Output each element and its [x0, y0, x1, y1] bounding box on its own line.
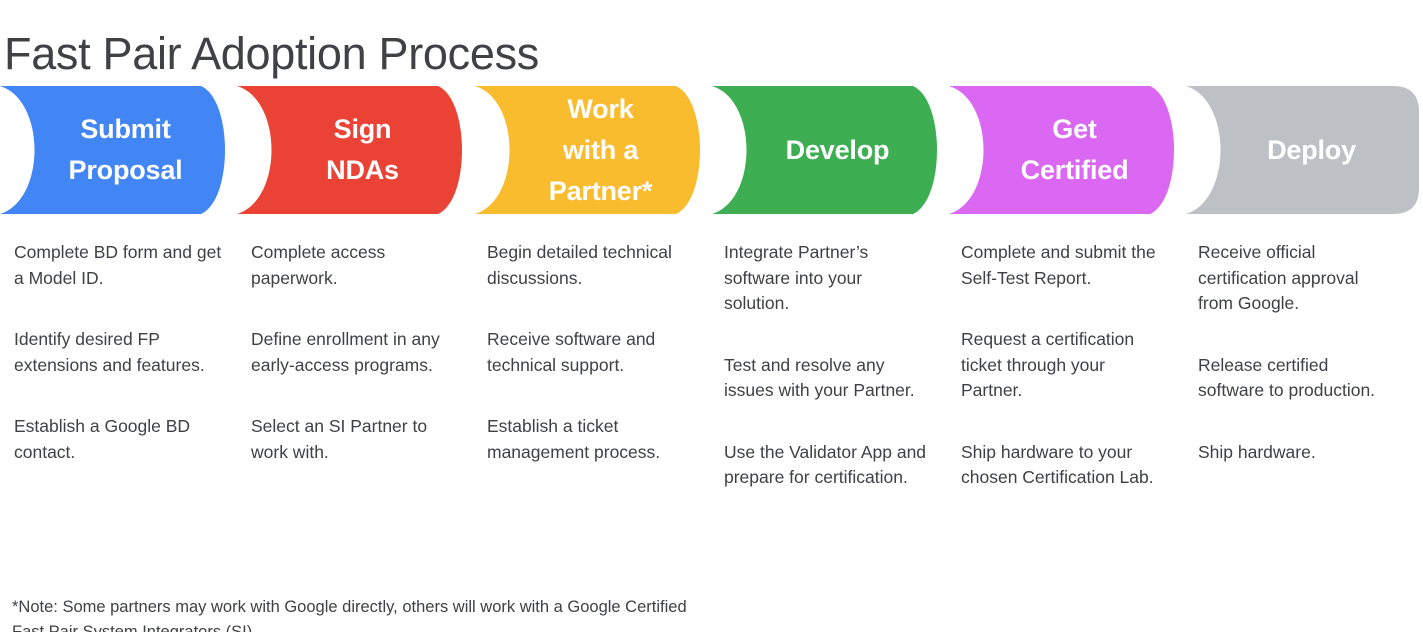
label-line: NDAs: [326, 155, 399, 185]
detail-item: Establish a ticket management process.: [487, 416, 661, 462]
label-line: Develop: [785, 134, 890, 165]
detail-column-sign-ndas: Complete access paperwork. Define enrollm…: [251, 240, 451, 501]
label-line: Deploy: [1267, 134, 1356, 165]
process-step-work-with-a-partner[interactable]: Work with a Partner*: [475, 86, 708, 214]
detail-column-get-certified: Complete and submit the Self-Test Report…: [961, 240, 1171, 527]
process-step-develop[interactable]: Develop: [712, 86, 945, 214]
detail-item: Define enrollment in any early-access pr…: [251, 329, 440, 375]
page-title: Fast Pair Adoption Process: [4, 28, 539, 80]
chevron-shape-icon: [1186, 86, 1419, 214]
label-line: Work: [567, 93, 634, 124]
chevron-shape-icon: [237, 86, 462, 214]
process-step-deploy[interactable]: Deploy: [1186, 86, 1419, 214]
footnote-note: *Note: Some partners may work with Googl…: [12, 597, 687, 632]
detail-item: Identify desired FP extensions and featu…: [14, 329, 205, 375]
detail-item: Complete and submit the Self-Test Report…: [961, 242, 1156, 288]
detail-item: Ship hardware.: [1198, 441, 1316, 462]
detail-column-submit-proposal: Complete BD form and get a Model ID. Iden…: [14, 240, 232, 501]
detail-item: Begin detailed technical discussions.: [487, 242, 672, 288]
detail-item: Request a certification ticket through y…: [961, 329, 1135, 400]
label-line: Partner*: [548, 175, 653, 206]
detail-columns: Complete BD form and get a Model ID. Iden…: [0, 240, 1423, 560]
detail-column-develop: Integrate Partner’s software into your s…: [724, 240, 929, 527]
detail-item: Complete access paperwork.: [251, 242, 386, 288]
detail-column-work-with-a-partner: Begin detailed technical discussions. Rec…: [487, 240, 702, 501]
label-line: Get: [1052, 114, 1097, 144]
chevron-shape-icon: [712, 86, 937, 214]
detail-item: Select an SI Partner to work with.: [251, 416, 428, 462]
detail-item: Establish a Google BD contact.: [14, 416, 191, 462]
detail-item: Receive software and technical support.: [487, 329, 656, 375]
chevron-shape-icon: [0, 86, 225, 214]
detail-item: Ship hardware to your chosen Certificati…: [961, 441, 1154, 488]
process-step-label-develop: Develop: [712, 86, 945, 214]
detail-item: Use the Validator App and prepare for ce…: [724, 441, 927, 488]
detail-column-deploy: Receive official certification approval …: [1198, 240, 1398, 501]
label-line: with a: [562, 134, 639, 165]
detail-item: Test and resolve any issues with your Pa…: [724, 354, 915, 401]
detail-item: Integrate Partner’s software into your s…: [724, 242, 869, 313]
label-line: Submit: [80, 114, 171, 144]
label-line: Proposal: [68, 155, 183, 185]
detail-item: Complete BD form and get a Model ID.: [14, 242, 222, 288]
label-line: Certified: [1020, 155, 1129, 185]
detail-item: Release certified software to production…: [1198, 354, 1376, 401]
chevron-shape-icon: [949, 86, 1174, 214]
process-step-label-work-with-a-partner: Work with a Partner*: [475, 86, 708, 214]
process-step-label-deploy: Deploy: [1186, 86, 1419, 214]
label-line: Sign: [333, 114, 392, 144]
chevron-shape-icon: [475, 86, 700, 214]
detail-item: Receive official certification approval …: [1198, 242, 1359, 313]
